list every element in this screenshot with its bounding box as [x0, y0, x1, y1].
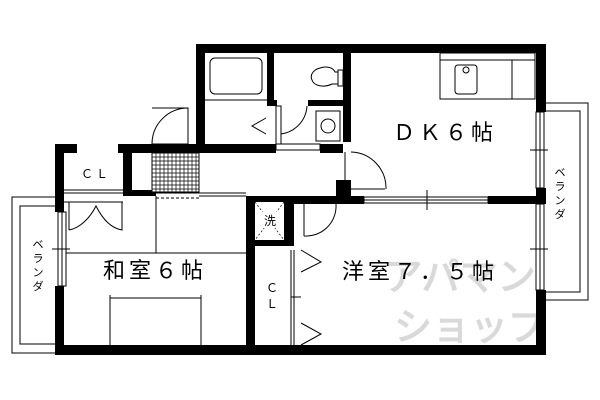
genkan-tile [151, 152, 200, 199]
balcony-left-char-4: ダ [33, 279, 44, 293]
window-left [52, 211, 70, 287]
bathroom [205, 57, 267, 101]
watermark: アパマン ショップ [384, 255, 546, 349]
yoshitsu-label: 洋室７．５帖 [342, 260, 498, 285]
closet-left: ＣＬ [64, 167, 123, 231]
washer-space: 洗 [254, 201, 285, 241]
dk-label: ＤＫ６帖 [393, 121, 497, 146]
balcony-left: ベ ラ ン ダ [11, 196, 59, 354]
balcony-right-char-3: ン [555, 194, 566, 207]
closet-center-label-top: Ｃ [266, 281, 278, 295]
watermark-line2: ショップ [394, 305, 546, 349]
dk-door [344, 151, 387, 190]
sliding-door [363, 190, 489, 210]
balcony-left-char-1: ベ [33, 238, 44, 251]
closet-center: Ｃ Ｌ [266, 249, 323, 346]
toilet [310, 66, 344, 87]
washroom [250, 105, 341, 151]
walls [55, 44, 546, 355]
yoshitsu-door [303, 203, 337, 237]
washitsu [64, 196, 246, 345]
balcony-right-char-4: ダ [555, 207, 566, 221]
balcony-left-char-3: ン [33, 266, 44, 279]
balcony-right-char-2: ラ [555, 180, 566, 193]
window-right-upper [530, 111, 548, 189]
washer-label: 洗 [264, 214, 276, 228]
balcony-left-char-2: ラ [33, 252, 44, 265]
window-right-lower [530, 203, 548, 291]
washitsu-label: 和室６帖 [103, 259, 207, 284]
watermark-line1: アパマン [384, 255, 535, 299]
kitchen-counter [439, 52, 536, 100]
balcony-right-char-1: ベ [555, 166, 566, 179]
closet-left-label: ＣＬ [81, 167, 111, 181]
balcony-right: ベ ラ ン ダ [542, 102, 589, 301]
entrance-door [151, 107, 189, 150]
closet-center-label-bottom: Ｌ [266, 297, 278, 311]
corridor-lines [64, 189, 246, 197]
